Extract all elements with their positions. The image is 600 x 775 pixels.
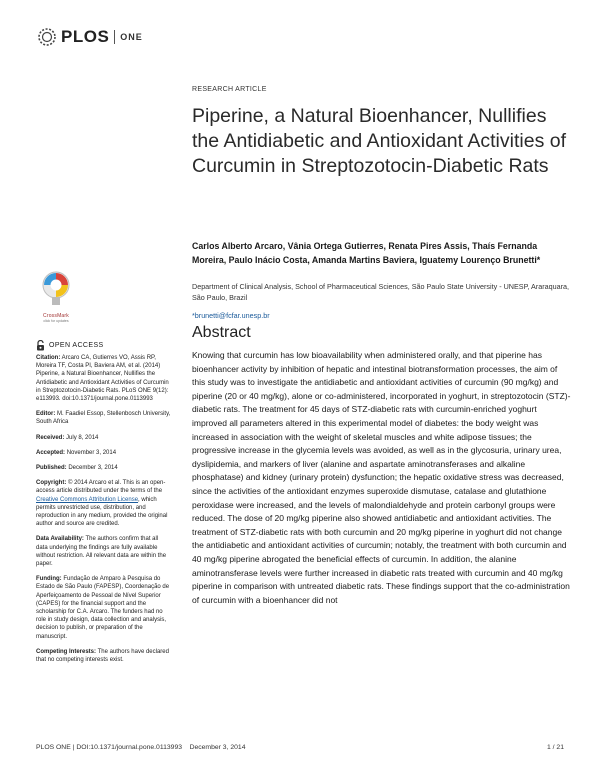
copyright-text-1: © 2014 Arcaro et al. This is an open-acc… xyxy=(36,480,166,495)
footer-page-number: 1 / 21 xyxy=(546,744,564,751)
citation-text: Arcaro CA, Gutierres VO, Assis RP, Morei… xyxy=(36,355,169,403)
logo-one-text: ONE xyxy=(120,32,143,42)
published-label: Published: xyxy=(36,465,67,472)
footer-left: PLOS ONE | DOI:10.1371/journal.pone.0113… xyxy=(36,744,245,751)
corresponding-email-link[interactable]: *brunetti@fcfar.unesp.br xyxy=(192,311,270,320)
competing-interests-block: Competing Interests: The authors have de… xyxy=(36,648,171,664)
footer-spacer xyxy=(184,744,188,751)
plos-one-logo: PLOS ONE xyxy=(36,26,143,48)
received-text: July 8, 2014 xyxy=(66,434,99,441)
citation-block: Citation: Arcaro CA, Gutierres VO, Assis… xyxy=(36,354,171,403)
footer-doi[interactable]: DOI:10.1371/journal.pone.0113993 xyxy=(76,744,182,751)
crossmark-sublabel: click for updates xyxy=(43,319,69,323)
affiliation: Department of Clinical Analysis, School … xyxy=(192,282,569,302)
accepted-label: Accepted: xyxy=(36,449,66,456)
crossmark-icon xyxy=(42,271,70,305)
abstract-heading: Abstract xyxy=(192,324,251,341)
funding-text: Fundação de Amparo à Pesquisa do Estado … xyxy=(36,576,170,640)
accepted-block: Accepted: November 3, 2014 xyxy=(36,449,171,457)
plos-logo-icon xyxy=(38,28,56,46)
copyright-label: Copyright: xyxy=(36,480,67,487)
abstract-body: Knowing that curcumin has low bioavailab… xyxy=(192,350,571,605)
editor-text: M. Faadiel Essop, Stellenbosch Universit… xyxy=(36,411,171,426)
page-footer: PLOS ONE | DOI:10.1371/journal.pone.0113… xyxy=(36,744,564,751)
published-text: December 3, 2014 xyxy=(68,465,118,472)
published-block: Published: December 3, 2014 xyxy=(36,464,171,472)
open-access-badge: OPEN ACCESS xyxy=(36,340,104,351)
accepted-text: November 3, 2014 xyxy=(66,449,117,456)
footer-date: December 3, 2014 xyxy=(189,744,246,751)
received-block: Received: July 8, 2014 xyxy=(36,434,171,442)
copyright-block: Copyright: © 2014 Arcaro et al. This is … xyxy=(36,479,171,528)
funding-label: Funding: xyxy=(36,576,62,583)
editor-label: Editor: xyxy=(36,411,56,418)
competing-interests-text: The authors have declared that no compet… xyxy=(36,648,169,664)
crossmark-badge[interactable]: CrossMark click for updates xyxy=(36,270,76,323)
open-lock-icon xyxy=(37,340,44,351)
data-availability-block: Data Availability: The authors confirm t… xyxy=(36,535,171,568)
article-info-sidebar: Citation: Arcaro CA, Gutierres VO, Assis… xyxy=(36,354,171,671)
received-label: Received: xyxy=(36,434,65,441)
author-list[interactable]: Carlos Alberto Arcaro, Vânia Ortega Guti… xyxy=(192,241,541,265)
logo-plos-text: PLOS xyxy=(61,27,110,46)
license-link[interactable]: Creative Commons Attribution License xyxy=(36,496,139,503)
competing-interests-label: Competing Interests: xyxy=(36,648,97,655)
footer-journal: PLOS ONE xyxy=(36,744,71,751)
copyright-text-2: , which permits unrestricted use, distri… xyxy=(36,496,168,528)
logo-divider xyxy=(114,30,116,44)
article-type: RESEARCH ARTICLE xyxy=(192,86,267,93)
citation-label: Citation: xyxy=(36,355,61,361)
crossmark-label: CrossMark xyxy=(43,313,69,319)
data-availability-text: The authors confirm that all data underl… xyxy=(36,536,167,568)
footer-separator: | xyxy=(72,744,77,751)
funding-block: Funding: Fundação de Amparo à Pesquisa d… xyxy=(36,575,171,641)
data-availability-label: Data Availability: xyxy=(36,536,84,543)
open-access-label: OPEN ACCESS xyxy=(49,342,104,349)
article-title: Piperine, a Natural Bioenhancer, Nullifi… xyxy=(192,105,566,177)
editor-block: Editor: M. Faadiel Essop, Stellenbosch U… xyxy=(36,410,171,426)
